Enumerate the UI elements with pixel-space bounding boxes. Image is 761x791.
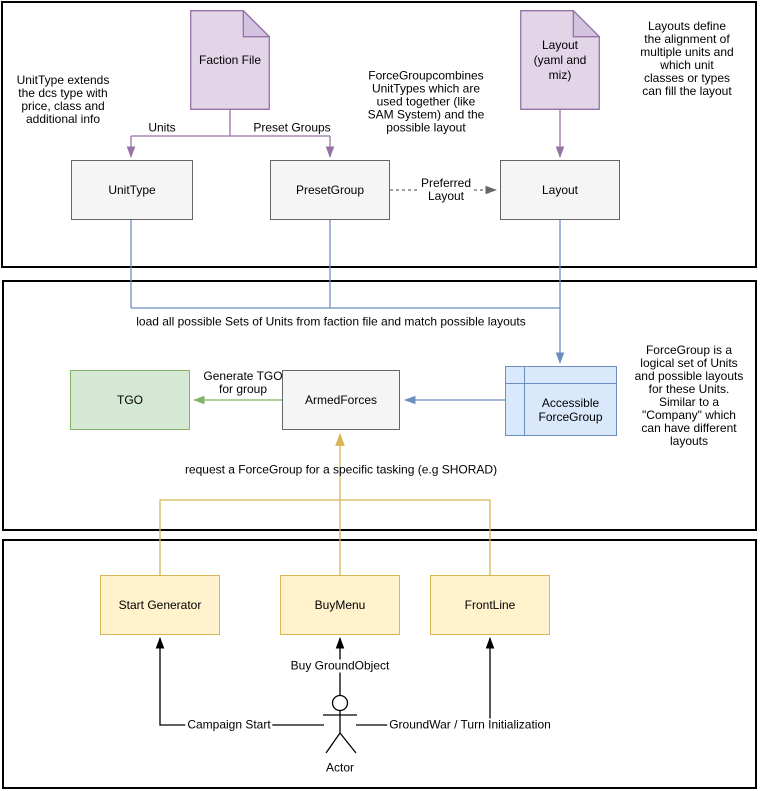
- edge-label-generate-tgo: Generate TGO for group: [203, 369, 283, 396]
- edge-label-preferred-layout: Preferred Layout: [418, 176, 474, 203]
- divider-vertical: [524, 367, 525, 435]
- node-label: ArmedForces: [304, 393, 378, 407]
- node-label: PresetGroup: [295, 183, 365, 197]
- actor-label: Actor: [325, 760, 355, 775]
- node-label: FrontLine: [464, 598, 516, 612]
- node-layout[interactable]: Layout: [500, 160, 620, 220]
- actor-figure-icon[interactable]: [323, 694, 357, 754]
- node-label: UnitType: [108, 183, 156, 197]
- edge-label-groundwar: GroundWar / Turn Initialization: [387, 717, 553, 732]
- node-label: Accessible ForceGroup: [538, 395, 603, 424]
- document-icon: [190, 10, 270, 110]
- edge-label-buy-groundobject: Buy GroundObject: [288, 658, 392, 673]
- note-forcegroup-is: ForceGroup is a logical set of Units and…: [634, 343, 744, 448]
- node-frontline[interactable]: FrontLine: [430, 575, 550, 635]
- node-layout-file[interactable]: Layout (yaml and miz): [520, 10, 600, 110]
- edge-load-units-trunk: [130, 220, 560, 309]
- note-layouts-define: Layouts define the alignment of multiple…: [640, 19, 734, 98]
- edge-factionfile-trunk: [131, 110, 330, 137]
- node-tgo[interactable]: TGO: [70, 370, 190, 430]
- edge-campaign-start: [155, 637, 324, 726]
- node-unittype[interactable]: UnitType: [71, 160, 193, 220]
- node-armedforces[interactable]: ArmedForces: [282, 370, 400, 430]
- document-icon: [520, 10, 600, 110]
- edge-label-load-units: load all possible Sets of Units from fac…: [136, 314, 526, 329]
- edge-request-trunk: [159, 499, 491, 575]
- node-label: TGO: [117, 393, 143, 407]
- edge-label-campaign-start: Campaign Start: [185, 717, 273, 732]
- node-presetgroup[interactable]: PresetGroup: [270, 160, 390, 220]
- node-label: Layout: [541, 183, 579, 197]
- divider-horizontal: [506, 383, 616, 384]
- node-label: BuyMenu: [314, 598, 366, 612]
- node-accessible-forcegroup[interactable]: Accessible ForceGroup: [505, 366, 617, 436]
- edge-label-request-forcegroup: request a ForceGroup for a specific task…: [184, 462, 498, 477]
- note-forcegroup-combines: ForceGroupcombines UnitTypes which are u…: [367, 68, 485, 135]
- node-buymenu[interactable]: BuyMenu: [280, 575, 400, 635]
- node-faction-file[interactable]: Faction File: [190, 10, 270, 110]
- node-start-generator[interactable]: Start Generator: [100, 575, 220, 635]
- node-label: Faction File: [198, 52, 262, 67]
- edge-label-preset-groups: Preset Groups: [253, 120, 331, 135]
- node-label: Layout (yaml and miz): [533, 37, 587, 82]
- note-unittype-extends: UnitType extends the dcs type with price…: [16, 73, 110, 126]
- edge-label-units: Units: [148, 120, 176, 135]
- node-label: Start Generator: [118, 598, 202, 612]
- edge-groundwar: [356, 637, 495, 726]
